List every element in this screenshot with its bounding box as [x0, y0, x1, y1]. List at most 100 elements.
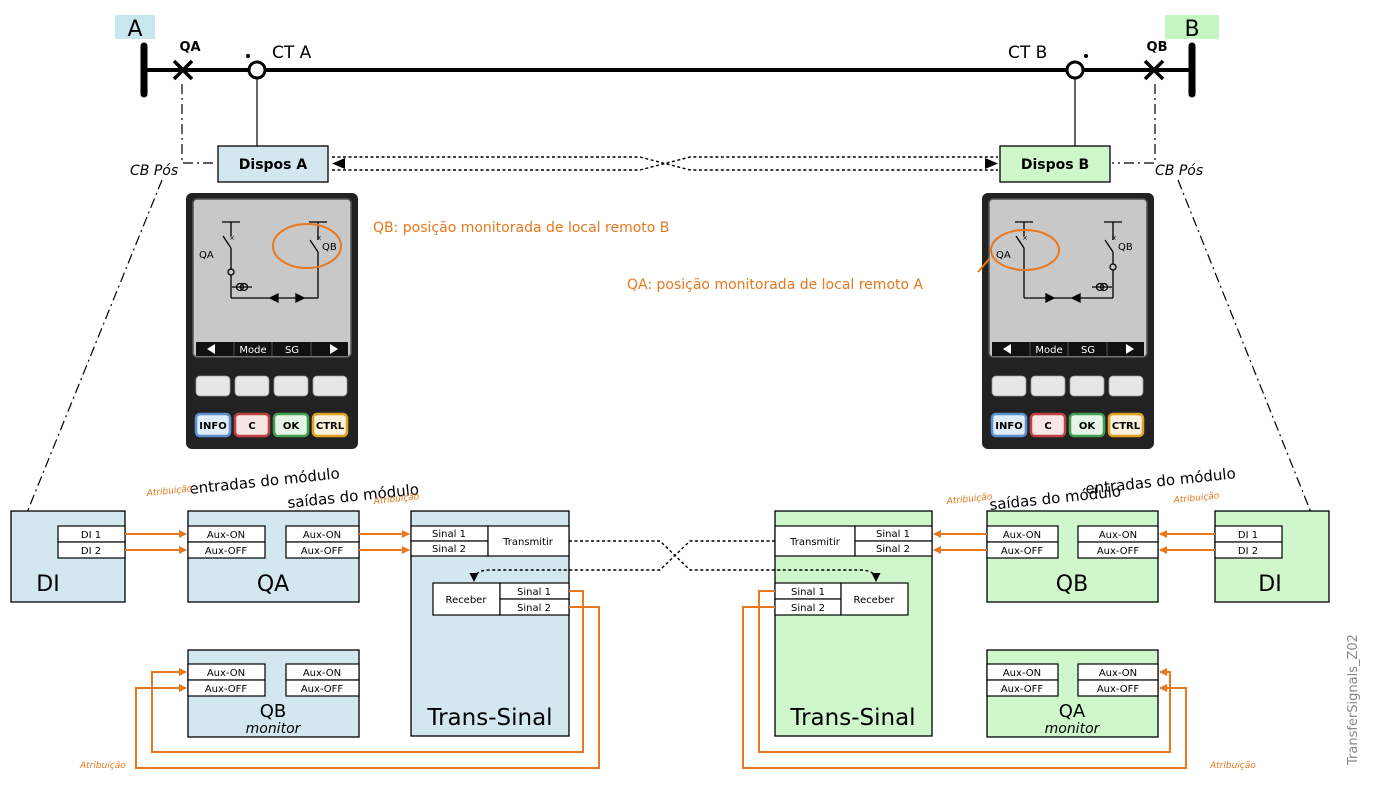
- qa-left-out-on: Aux-ON: [303, 530, 341, 541]
- trans-left-tx-s2: Sinal 2: [432, 544, 466, 555]
- di-left-row-2: DI 2: [81, 546, 101, 557]
- trans-right-tx-s2: Sinal 2: [876, 544, 910, 555]
- hmi-a-lcd-qa: QA: [199, 250, 214, 261]
- hmi-a-left-icon: [207, 344, 215, 354]
- hmi-b-info-button: INFO: [995, 421, 1022, 432]
- hmi-b-c-button: C: [1044, 421, 1051, 432]
- hmi-a-softkey-mode: Mode: [239, 345, 266, 356]
- di-right-row-1: DI 1: [1238, 530, 1258, 541]
- breaker-qb-label: QB: [1147, 40, 1168, 55]
- ct-a-label: CT A: [272, 43, 312, 63]
- qamon-right-out-on: Aux-ON: [1003, 668, 1041, 679]
- hmi-a-info-button: INFO: [199, 421, 226, 432]
- ct-a-polarity-dot: [246, 54, 250, 58]
- qbmon-left-in-on: Aux-ON: [207, 668, 245, 679]
- assign-label-4: Atribuição: [1172, 491, 1220, 506]
- di-left-title: DI: [36, 572, 59, 597]
- assign-label-3: Atribuição: [945, 492, 993, 507]
- qamon-right-in-on: Aux-ON: [1099, 668, 1137, 679]
- qa-left-in-on: Aux-ON: [207, 530, 245, 541]
- breaker-qb-symbol: [1143, 59, 1165, 81]
- di-right-row-2: DI 2: [1238, 546, 1258, 557]
- trans-right-title: Trans-Sinal: [789, 705, 915, 731]
- svg-text:×: ×: [316, 234, 322, 242]
- qb-right-out-on: Aux-ON: [1003, 530, 1041, 541]
- qbmon-left-title: QB: [260, 701, 287, 722]
- qamon-right-title: QA: [1059, 701, 1086, 722]
- trans-right-transmit: Transmitir: [789, 537, 841, 548]
- hmi-panel-a: × × QA QB Mode SG INFO C OK CTRL: [186, 193, 358, 449]
- qbmon-left-sub: monitor: [246, 721, 302, 737]
- trans-left-rx-s2: Sinal 2: [517, 603, 551, 614]
- ct-b-symbol: [1065, 60, 1085, 80]
- qbmon-left-out-off: Aux-OFF: [301, 684, 344, 695]
- assign-label-2: Atribuição: [372, 492, 420, 507]
- wires-right: [742, 530, 1215, 769]
- annotation-right: QA: posição monitorada de local remoto A: [627, 277, 924, 293]
- device-comm-link: [332, 156, 998, 171]
- ct-a-symbol: [247, 60, 267, 80]
- cb-pos-right-label: CB Pós: [1155, 163, 1203, 179]
- trans-left-rx-s1: Sinal 1: [517, 587, 551, 598]
- qbmon-left-out-on: Aux-ON: [303, 668, 341, 679]
- qamon-right-in-off: Aux-OFF: [1097, 684, 1140, 695]
- signal-link: [469, 540, 881, 582]
- device-b-box: [999, 145, 1111, 183]
- qb-right-title: QB: [1056, 572, 1088, 597]
- trans-left-title: Trans-Sinal: [426, 705, 552, 731]
- busbar: [140, 42, 1196, 98]
- highlight-qb-ellipse: [272, 223, 342, 269]
- hmi-a-lcd-qb: QB: [322, 242, 337, 253]
- hmi-a-right-icon: [330, 344, 338, 354]
- busbar-a-tag: [115, 15, 155, 39]
- svg-text:×: ×: [229, 234, 235, 242]
- ct-b-label: CT B: [1008, 43, 1047, 63]
- hmi-b-lcd-qb: QB: [1118, 242, 1133, 253]
- assign-label-5: Atribuição: [79, 761, 126, 771]
- trans-right-rx-s1: Sinal 1: [791, 587, 825, 598]
- qa-left-in-off: Aux-OFF: [205, 546, 248, 557]
- trans-left-tx-s1: Sinal 1: [432, 529, 466, 540]
- hmi-a-softkey-sg: SG: [285, 345, 299, 356]
- svg-text:×: ×: [1111, 234, 1117, 242]
- trans-right-tx-s1: Sinal 1: [876, 529, 910, 540]
- busbar-b-tag: [1165, 15, 1219, 39]
- qamon-right-sub: monitor: [1045, 721, 1101, 737]
- device-a-label: Dispos A: [239, 157, 308, 173]
- cb-pos-left-label: CB Pós: [130, 163, 178, 179]
- trans-right-receive: Receber: [854, 595, 896, 606]
- qa-left-title: QA: [257, 572, 289, 597]
- trans-right-rx-s2: Sinal 2: [791, 603, 825, 614]
- qa-left-out-off: Aux-OFF: [301, 546, 344, 557]
- device-a-box: [217, 145, 329, 183]
- annotation-left: QB: posição monitorada de local remoto B: [373, 220, 669, 236]
- hmi-b-right-icon: [1126, 344, 1134, 354]
- svg-text:×: ×: [1022, 234, 1028, 242]
- device-b-label: Dispos B: [1021, 157, 1089, 173]
- qb-right-out-off: Aux-OFF: [1001, 546, 1044, 557]
- trans-left-transmit: Transmitir: [502, 537, 554, 548]
- hmi-b-softkey-sg: SG: [1081, 345, 1095, 356]
- hmi-b-softkey-mode: Mode: [1035, 345, 1062, 356]
- qbmon-left-in-off: Aux-OFF: [205, 684, 248, 695]
- breaker-qa-symbol: [172, 59, 194, 81]
- wires-left: [125, 530, 600, 769]
- hmi-b-lcd-qa: QA: [996, 250, 1011, 261]
- qb-right-in-on: Aux-ON: [1099, 530, 1137, 541]
- highlight-qa-ellipse: [990, 229, 1060, 271]
- ct-b-polarity-dot: [1084, 54, 1088, 58]
- busbar-a-label: A: [127, 17, 142, 42]
- hmi-b-left-icon: [1003, 344, 1011, 354]
- trans-left-receive: Receber: [446, 595, 488, 606]
- hmi-b-ctrl-button: CTRL: [1112, 421, 1141, 432]
- di-left-row-1: DI 1: [81, 530, 101, 541]
- hmi-a-c-button: C: [248, 421, 255, 432]
- assign-label-6: Atribuição: [1209, 761, 1256, 771]
- busbar-b-label: B: [1184, 17, 1199, 42]
- di-right-title: DI: [1258, 572, 1281, 597]
- hmi-a-ctrl-button: CTRL: [316, 421, 345, 432]
- assign-label-1: Atribuição: [145, 484, 193, 499]
- breaker-qa-label: QA: [179, 40, 200, 55]
- hmi-a-ok-button: OK: [283, 421, 301, 432]
